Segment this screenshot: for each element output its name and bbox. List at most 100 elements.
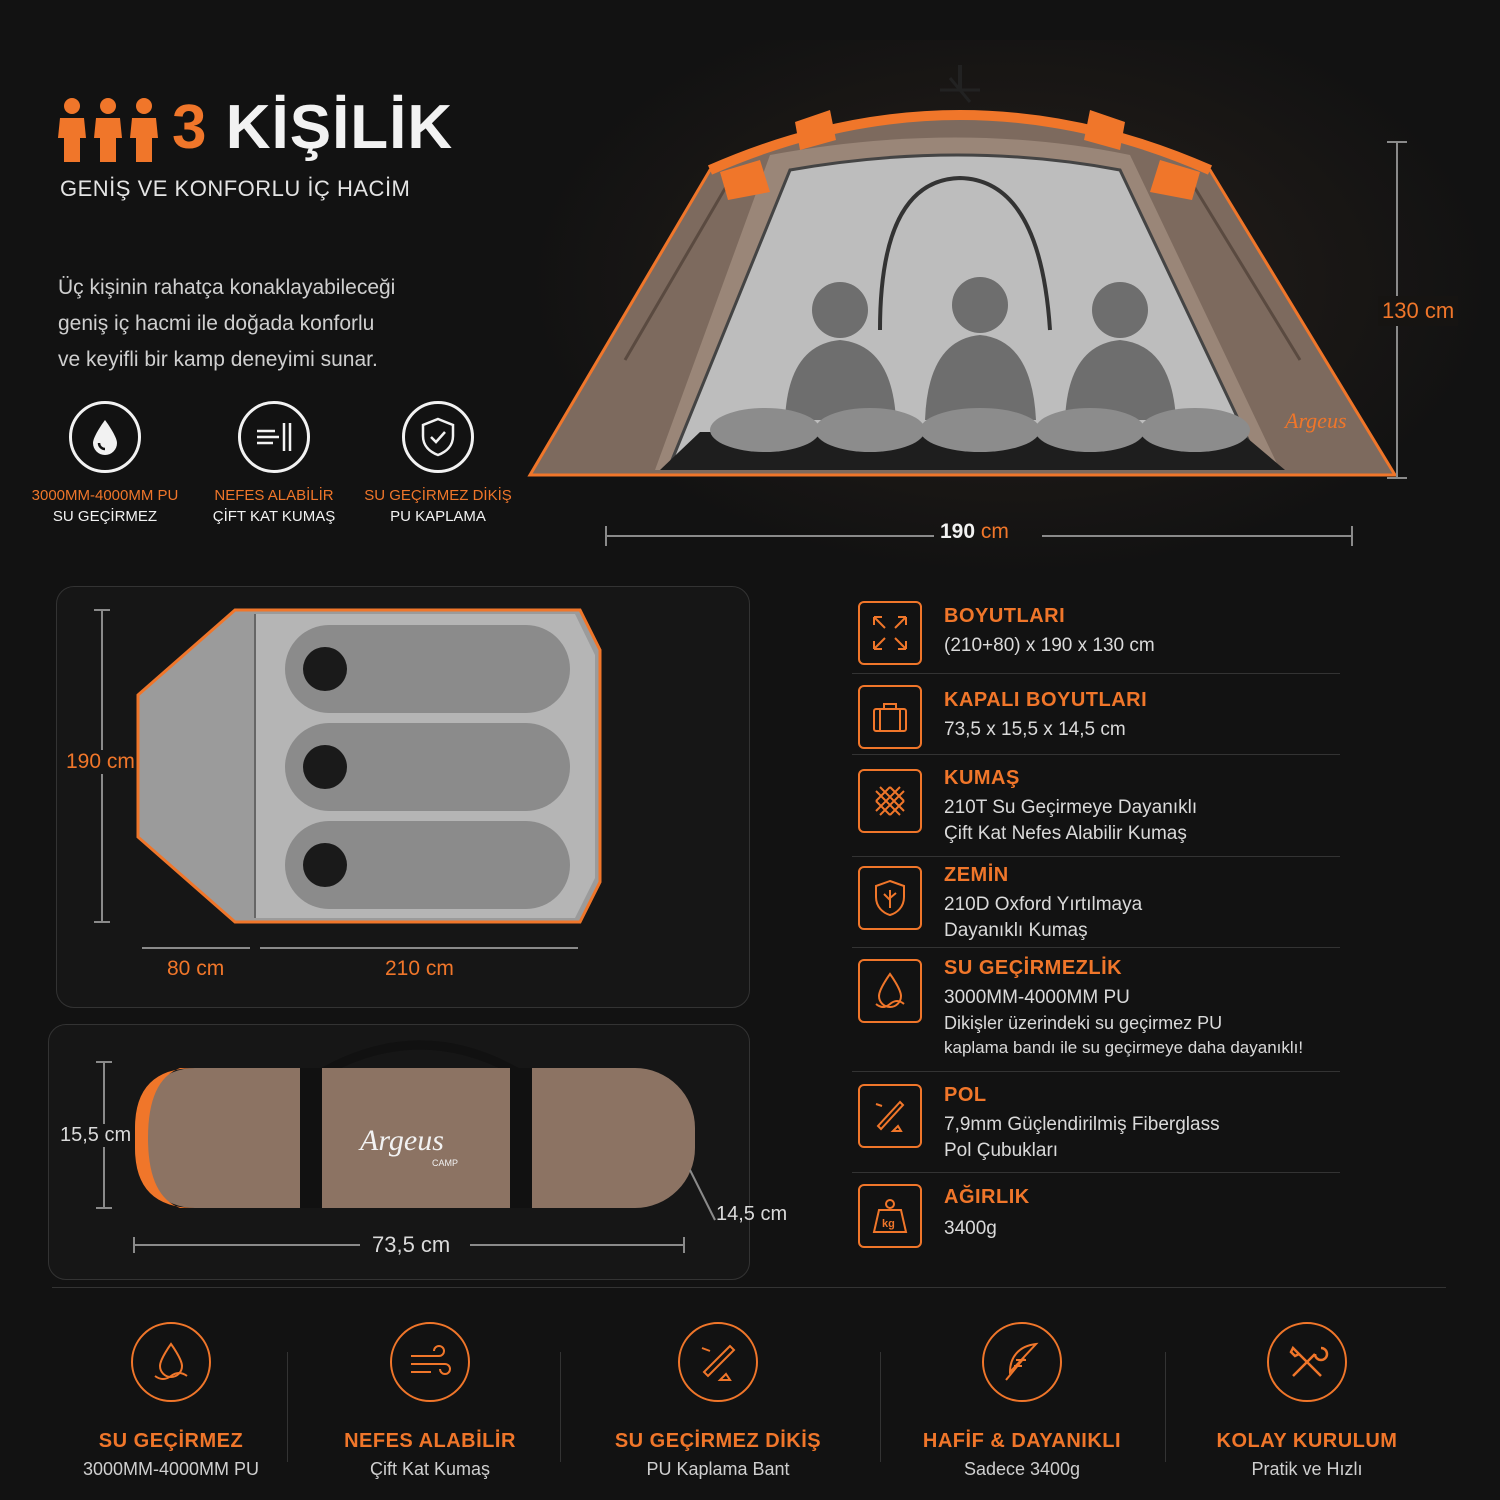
- pole-icon: [858, 1084, 922, 1148]
- spec-value: Dikişler üzerindeki su geçirmez PU: [944, 1013, 1223, 1033]
- people-silhouettes: [785, 277, 1176, 420]
- bag-length-label: 73,5 cm: [372, 1232, 451, 1257]
- description-line: geniş iç hacmi ile doğada konforlu: [58, 312, 375, 335]
- feature-line2: PU KAPLAMA: [390, 508, 486, 525]
- feather-icon: [982, 1322, 1062, 1402]
- breathable-wind-icon: [238, 401, 310, 473]
- spec-value: 3000MM-4000MM PU: [944, 987, 1130, 1008]
- spec-title: KUMAŞ: [944, 767, 1020, 789]
- floorplan-vestibule-label: 80 cm: [167, 957, 225, 980]
- spec-divider: [852, 947, 1340, 948]
- feature-breathable: NEFES ALABİLİR ÇİFT KAT KUMAŞ: [189, 401, 359, 525]
- fabric-weave-icon: [858, 769, 922, 833]
- floorplan-inner-label: 210 cm: [385, 957, 454, 980]
- expand-arrows-icon: [858, 601, 922, 665]
- feature-line2: SU GEÇİRMEZ: [52, 508, 158, 525]
- tent-width-value: 190: [940, 520, 976, 543]
- feature-line1: 3000MM-4000MM PU: [31, 487, 179, 504]
- water-drop-icon: [69, 401, 141, 473]
- suitcase-icon: [858, 685, 922, 749]
- sleeping-bags: [285, 625, 570, 909]
- spec-floor: ZEMİN 210D Oxford Yırtılmaya Dayanıklı K…: [858, 864, 1340, 944]
- people-icon: [58, 98, 158, 162]
- spec-value: 210T Su Geçirmeye Dayanıklı: [944, 797, 1198, 818]
- pole-icon: [678, 1322, 758, 1402]
- spec-title: SU GEÇİRMEZLİK: [944, 957, 1123, 979]
- bottom-feature-title: HAFİF & DAYANIKLI: [922, 1430, 1122, 1452]
- tools-icon: [1267, 1322, 1347, 1402]
- feature-line2: ÇİFT KAT KUMAŞ: [212, 508, 336, 525]
- spec-divider: [852, 754, 1340, 755]
- bottom-feature-title: SU GEÇİRMEZ: [98, 1430, 244, 1452]
- bottom-feature-seam: SU GEÇİRMEZ DİKİŞ PU Kaplama Bant: [598, 1322, 838, 1480]
- spec-value: 3400g: [944, 1218, 997, 1239]
- bottom-feature-title: KOLAY KURULUM: [1216, 1430, 1398, 1452]
- bottom-feature-light: HAFİF & DAYANIKLI Sadece 3400g: [902, 1322, 1142, 1480]
- weight-kg-icon: kg: [858, 1184, 922, 1248]
- spec-title: AĞIRLIK: [944, 1186, 1030, 1208]
- bottom-separator: [560, 1352, 561, 1462]
- capacity-title: 3 KİŞİLİK: [172, 92, 453, 163]
- spec-dimensions: BOYUTLARI (210+80) x 190 x 130 cm: [858, 601, 1340, 665]
- bag-height-label: 15,5 cm: [60, 1124, 132, 1147]
- tent-width-line: [605, 526, 1353, 546]
- bottom-feature-sub: PU Kaplama Bant: [646, 1459, 790, 1479]
- feature-line1: NEFES ALABİLİR: [214, 487, 334, 504]
- bottom-feature-title: NEFES ALABİLİR: [344, 1430, 516, 1452]
- spec-value: kaplama bandı ile su geçirmeye daha daya…: [944, 1038, 1304, 1057]
- header-subtitle: GENİŞ VE KONFORLU İÇ HACİM: [60, 176, 411, 201]
- feature-line1: SU GEÇİRMEZ DİKİŞ: [364, 487, 512, 504]
- feature-seam: SU GEÇİRMEZ DİKİŞ PU KAPLAMA: [353, 401, 523, 525]
- bottom-separator: [287, 1352, 288, 1462]
- water-drop-icon: [131, 1322, 211, 1402]
- water-drop-icon: [858, 959, 922, 1023]
- spec-value: 210D Oxford Yırtılmaya: [944, 894, 1143, 915]
- spec-value: 7,9mm Güçlendirilmiş Fiberglass: [944, 1114, 1220, 1135]
- tent-brand-logo: Argeus: [1283, 408, 1347, 433]
- floor-shield-icon: [858, 866, 922, 930]
- spec-divider: [852, 1071, 1340, 1072]
- spec-packed-size: KAPALI BOYUTLARI 73,5 x 15,5 x 14,5 cm: [858, 685, 1340, 749]
- description-line: ve keyifli bir kamp deneyimi sunar.: [58, 348, 378, 371]
- spec-pole: POL 7,9mm Güçlendirilmiş Fiberglass Pol …: [858, 1084, 1340, 1164]
- spec-value: 73,5 x 15,5 x 14,5 cm: [944, 719, 1126, 740]
- header-description: Üç kişinin rahatça konaklayabileceği gen…: [58, 270, 478, 378]
- spec-divider: [852, 856, 1340, 857]
- spec-fabric: KUMAŞ 210T Su Geçirmeye Dayanıklı Çift K…: [858, 767, 1340, 847]
- carry-bag-drawing: [96, 1040, 716, 1253]
- bag-depth-label: 14,5 cm: [716, 1203, 788, 1225]
- bottom-separator: [880, 1352, 881, 1462]
- spec-title: KAPALI BOYUTLARI: [944, 689, 1148, 711]
- description-line: Üç kişinin rahatça konaklayabileceği: [58, 276, 396, 299]
- spec-value: Pol Çubukları: [944, 1140, 1059, 1161]
- spec-title: POL: [944, 1084, 987, 1106]
- spec-value: Dayanıklı Kumaş: [944, 920, 1088, 941]
- capacity-number: 3: [172, 93, 208, 162]
- floorplan-drawing: [94, 608, 602, 949]
- spec-title: ZEMİN: [944, 864, 1009, 886]
- bottom-feature-sub: Sadece 3400g: [963, 1459, 1081, 1479]
- spec-divider: [852, 1172, 1340, 1173]
- bottom-feature-setup: KOLAY KURULUM Pratik ve Hızlı: [1187, 1322, 1427, 1480]
- bottom-divider: [52, 1287, 1446, 1288]
- spec-waterproofing: SU GEÇİRMEZLİK 3000MM-4000MM PU Dikişler…: [858, 957, 1340, 1063]
- bag-brand-logo: Argeus: [360, 1124, 444, 1157]
- spec-title: BOYUTLARI: [944, 605, 1066, 627]
- spec-value: Çift Kat Nefes Alabilir Kumaş: [944, 823, 1187, 844]
- bottom-feature-title: SU GEÇİRMEZ DİKİŞ: [614, 1430, 822, 1452]
- svg-text:kg: kg: [882, 1218, 895, 1230]
- tent-width-unit: cm: [980, 520, 1009, 543]
- bag-brand-sub: CAMP: [432, 1158, 459, 1168]
- bottom-separator: [1165, 1352, 1166, 1462]
- floorplan-height-label: 190 cm: [66, 750, 135, 774]
- tent-illustration: Argeus: [527, 65, 1398, 477]
- wind-icon: [390, 1322, 470, 1402]
- capacity-word: KİŞİLİK: [225, 93, 454, 162]
- feature-waterproof: 3000MM-4000MM PU SU GEÇİRMEZ: [20, 401, 190, 525]
- bottom-feature-sub: Pratik ve Hızlı: [1251, 1459, 1363, 1479]
- shield-check-icon: [402, 401, 474, 473]
- bottom-feature-sub: Çift Kat Kumaş: [369, 1459, 491, 1479]
- tent-height-label: 130 cm: [1378, 296, 1459, 326]
- bottom-feature-sub: 3000MM-4000MM PU: [82, 1459, 260, 1479]
- spec-divider: [852, 673, 1340, 674]
